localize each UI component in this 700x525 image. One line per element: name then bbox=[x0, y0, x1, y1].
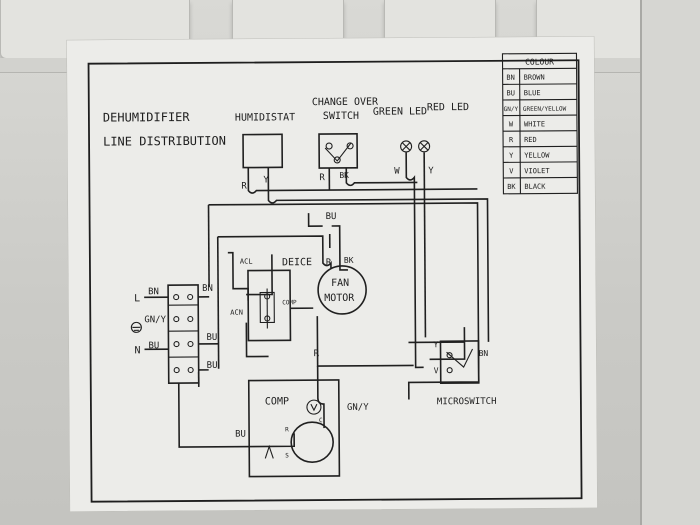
wire-label-y: Y bbox=[433, 340, 438, 349]
wire-label-r: R bbox=[319, 173, 325, 183]
legend-code: BK bbox=[507, 183, 516, 191]
label-switch: SWITCH bbox=[323, 111, 359, 122]
label-terminal-s: S bbox=[285, 452, 289, 459]
legend-name: WHITE bbox=[524, 120, 545, 128]
label-green-led: GREEN LED bbox=[373, 106, 427, 117]
legend-header: COLOUR bbox=[525, 57, 554, 66]
wire-label-bn: BN bbox=[479, 349, 489, 358]
earth-icon bbox=[130, 321, 142, 333]
legend-name: BLUE bbox=[524, 89, 541, 97]
legend-name: BROWN bbox=[524, 74, 545, 82]
legend-name: BLACK bbox=[524, 183, 546, 191]
label-acl: ACL bbox=[240, 258, 253, 266]
wire-label-bu: BU bbox=[326, 212, 337, 222]
label-motor: MOTOR bbox=[324, 293, 355, 304]
change-over-switch-box bbox=[318, 133, 359, 169]
label-humidistat: HUMIDISTAT bbox=[235, 112, 295, 123]
wire-label-bu: BU bbox=[235, 430, 246, 440]
wire-label-bk: BK bbox=[339, 171, 349, 180]
legend-frame bbox=[501, 52, 578, 195]
terminal-label-l: L bbox=[134, 293, 140, 304]
label-fan: FAN bbox=[331, 278, 349, 289]
microswitch bbox=[439, 340, 480, 385]
wiring-diagram: DEHUMIDIFIER LINE DISTRIBUTION COLOUR BN… bbox=[65, 35, 599, 513]
legend-code: V bbox=[509, 167, 514, 175]
wire-label-w: W bbox=[394, 167, 400, 177]
diagram-border bbox=[87, 59, 583, 503]
label-change-over: CHANGE OVER bbox=[312, 97, 379, 108]
title-line2: LINE DISTRIBUTION bbox=[103, 134, 226, 149]
fan-motor bbox=[317, 265, 367, 315]
wire-label-bu: BU bbox=[148, 341, 159, 351]
label-acn: ACN bbox=[230, 309, 243, 317]
label-comp-terminal: COMP bbox=[282, 299, 297, 306]
legend-name: VIOLET bbox=[524, 167, 550, 175]
wire-label-y: Y bbox=[263, 175, 269, 185]
humidistat-box bbox=[242, 133, 284, 169]
wire-label-r: R bbox=[314, 349, 320, 359]
wire-label-bn: BN bbox=[202, 284, 213, 294]
wire-label-y: Y bbox=[428, 166, 434, 176]
legend-code: W bbox=[509, 121, 514, 129]
wire-label-r: R bbox=[241, 182, 247, 192]
title-line1: DEHUMIDIFIER bbox=[103, 110, 191, 125]
legend-name: RED bbox=[524, 136, 537, 144]
terminal-label-n: N bbox=[134, 345, 140, 356]
label-terminal-r: R bbox=[285, 426, 289, 433]
label-microswitch: MICROSWITCH bbox=[437, 397, 497, 407]
wiring-label-sheet: DEHUMIDIFIER LINE DISTRIBUTION COLOUR BN… bbox=[65, 35, 599, 513]
legend-code: R bbox=[509, 136, 514, 144]
wire-label-v: V bbox=[434, 366, 439, 375]
label-red-led: RED LED bbox=[427, 102, 469, 113]
colour-legend: COLOUR BN BROWN BU BLUE GN/Y GREEN/YELLO… bbox=[501, 52, 578, 195]
label-terminal-c: C bbox=[319, 417, 323, 424]
red-led bbox=[418, 140, 431, 153]
sheet-background bbox=[65, 35, 599, 513]
legend-code: BU bbox=[506, 89, 514, 97]
green-led bbox=[400, 140, 413, 153]
legend-code: GN/Y bbox=[504, 106, 519, 113]
legend-name: GREEN/YELLOW bbox=[523, 106, 567, 113]
label-deice: DEICE bbox=[282, 257, 312, 268]
legend-name: YELLOW bbox=[524, 151, 550, 159]
label-earth-comp: GN/Y bbox=[347, 403, 369, 413]
label-comp: COMP bbox=[265, 396, 289, 407]
wire-label-bu: BU bbox=[207, 361, 218, 371]
wire-label-bn: BN bbox=[148, 287, 159, 297]
legend-code: Y bbox=[509, 152, 514, 160]
terminal-block bbox=[167, 284, 200, 384]
wire-label-bu: BU bbox=[206, 333, 217, 343]
wire-label-r: R bbox=[326, 258, 332, 268]
compressor bbox=[247, 379, 341, 478]
deice-component bbox=[247, 269, 292, 342]
legend-code: BN bbox=[506, 74, 514, 82]
wire-label-bk: BK bbox=[344, 256, 354, 265]
terminal-label-earth: GN/Y bbox=[144, 315, 166, 325]
side-panel bbox=[640, 0, 700, 525]
